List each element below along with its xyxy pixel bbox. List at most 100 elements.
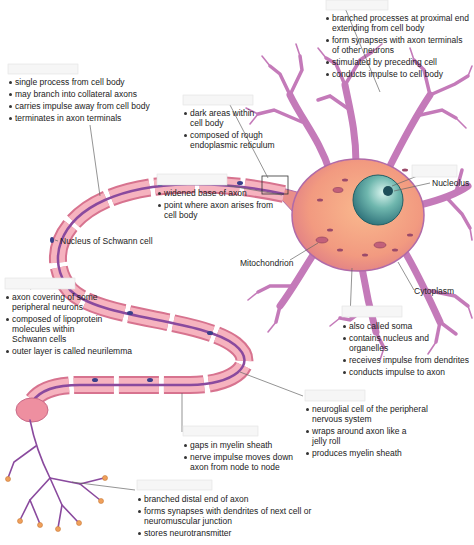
- dendrite-branches-part-part: [440, 322, 456, 334]
- dendrite-branches-part-part: [318, 96, 350, 110]
- bullet-dot: [326, 73, 329, 76]
- callout-item: contains nucleus and organelles: [342, 333, 440, 353]
- dendrite-branches-part-part: [296, 44, 300, 56]
- callout-item: Mitochondrion: [240, 258, 310, 268]
- callout-text: forms synapses with dendrites of next ce…: [144, 506, 311, 526]
- leader-lines-part: [55, 240, 58, 241]
- axon-terminals: [8, 420, 104, 528]
- blank-heading-boxes-part: [342, 306, 402, 317]
- bullet-dot: [9, 93, 12, 96]
- dendrite-branches-part-part: [248, 292, 258, 300]
- dendrite-branches-part-part: [388, 95, 430, 170]
- callout-item: carries impulse away from cell body: [8, 101, 168, 111]
- dendrite-branches-part-part: [258, 110, 302, 122]
- terminal-knobs-part: [99, 499, 104, 504]
- bullet-dot: [9, 117, 12, 120]
- callout-text: carries impulse away from cell body: [15, 101, 150, 111]
- callout-text: single process from cell body: [15, 77, 125, 87]
- callout-text: contains nucleus and organelles: [349, 333, 429, 353]
- callout-item: forms synapses with dendrites of next ce…: [137, 506, 317, 526]
- dendrite-branches-part-part: [345, 52, 372, 85]
- blank-heading-boxes-part: [137, 480, 212, 490]
- callout-text: terminates in axon terminals: [15, 113, 121, 123]
- bullet-dot: [326, 17, 329, 20]
- nucleolus: [383, 186, 393, 196]
- leader-lines-part: [182, 393, 183, 432]
- dendrite-branches-part-part: [456, 118, 466, 128]
- callout-item: conducts impulse to axon: [342, 367, 472, 377]
- leader-lines-part: [394, 183, 430, 191]
- blank-heading-boxes-part: [5, 278, 75, 289]
- callout-text: stimulated by preceding cell: [332, 57, 437, 67]
- terminal-knobs-part: [6, 477, 11, 482]
- terminal-knobs-part: [103, 476, 108, 481]
- bullet-dot: [184, 444, 187, 447]
- callout-item: axon covering of some peripheral neurons: [5, 292, 107, 312]
- callout-item: point where axon arises from cell body: [157, 200, 279, 220]
- callout-item: wraps around axon like a jelly roll: [305, 426, 423, 446]
- bullet-dot: [343, 371, 346, 374]
- callout-text: conducts impulse to axon: [349, 367, 445, 377]
- schwann-nuclei-part: [237, 181, 243, 185]
- bullet-dot: [138, 532, 141, 535]
- callout-item: Nucleus of Schwann cell: [60, 236, 170, 246]
- callout-item: widened base of axon: [157, 188, 277, 198]
- nucleus: [353, 175, 403, 225]
- schwann-nuclei-part: [50, 237, 54, 243]
- bullet-dot: [6, 296, 9, 299]
- dendrite-branches-part-part: [468, 66, 472, 76]
- blank-heading-boxes-part: [183, 426, 258, 436]
- blank-heading-boxes-part: [326, 0, 388, 10]
- callout-text: branched distal end of axon: [144, 494, 248, 504]
- dendrite-branches-part-part: [446, 197, 470, 228]
- terminal-knobs-part: [18, 519, 23, 524]
- bullet-dot: [9, 105, 12, 108]
- leader-lines-part: [398, 262, 414, 290]
- blank-heading-boxes-part: [183, 95, 253, 105]
- bullet-dot: [343, 337, 346, 340]
- callout-text: conducts impulse to cell body: [332, 69, 443, 79]
- bullet-dot: [326, 39, 329, 42]
- terminal-knobs-part: [77, 521, 82, 526]
- bullet-dot: [184, 112, 187, 115]
- callout-item: terminates in axon terminals: [8, 113, 158, 123]
- leader-lines-part: [90, 125, 100, 196]
- callout-text: composed of rough endoplasmic reticulum: [190, 130, 275, 150]
- callout-item: composed of rough endoplasmic reticulum: [183, 130, 295, 150]
- dendrite-branches-part-part: [468, 306, 472, 318]
- dendrite-branches-part-part: [270, 66, 290, 95]
- callout-item: stores neurotransmitter: [137, 528, 317, 538]
- bullet-dot: [343, 359, 346, 362]
- schwann-nuclei-part: [147, 378, 153, 382]
- callout-text: wraps around axon like a jelly roll: [312, 426, 407, 446]
- callout-item: single process from cell body: [8, 77, 158, 87]
- dendrite-branches-part-part: [290, 56, 302, 95]
- callout-text: point where axon arises from cell body: [164, 200, 273, 220]
- nissl-bodies-part: [327, 229, 333, 232]
- part-label: Nucleolus: [432, 178, 469, 188]
- bullet-dot: [184, 456, 187, 459]
- dendrite-branches-part-part: [330, 318, 340, 326]
- dendrite-branches-part-part: [436, 322, 440, 342]
- callout-text: axon covering of some peripheral neurons: [12, 292, 98, 312]
- callout-text: receives impulse from dendrites: [349, 355, 469, 365]
- callout-item: conducts impulse to cell body: [325, 69, 465, 79]
- blank-heading-boxes-part: [8, 64, 78, 74]
- callout-item: stimulated by preceding cell: [325, 57, 465, 67]
- axon-terminals-part: [8, 446, 36, 478]
- nissl-bodies-part: [342, 179, 348, 182]
- schwann-nuclei-part: [92, 378, 98, 382]
- dendrite-branches-part-part: [470, 228, 472, 240]
- blank-heading-boxes-part: [157, 174, 227, 185]
- axon-terminals-part: [50, 478, 62, 528]
- mitochondria-part: [374, 242, 386, 248]
- dendrite-branches-part-part: [345, 85, 356, 163]
- callout-text: outer layer is called neurilemma: [12, 346, 132, 356]
- schwann-nuclei-part: [127, 311, 133, 315]
- callout-item: gaps in myelin sheath: [183, 440, 313, 450]
- callout-item: form synapses with axon terminals of oth…: [325, 35, 467, 55]
- nissl-bodies-part: [337, 249, 343, 252]
- part-label: Nucleus of Schwann cell: [60, 236, 153, 246]
- axon-terminals-part: [30, 500, 40, 524]
- terminal-knobs-part: [56, 527, 61, 532]
